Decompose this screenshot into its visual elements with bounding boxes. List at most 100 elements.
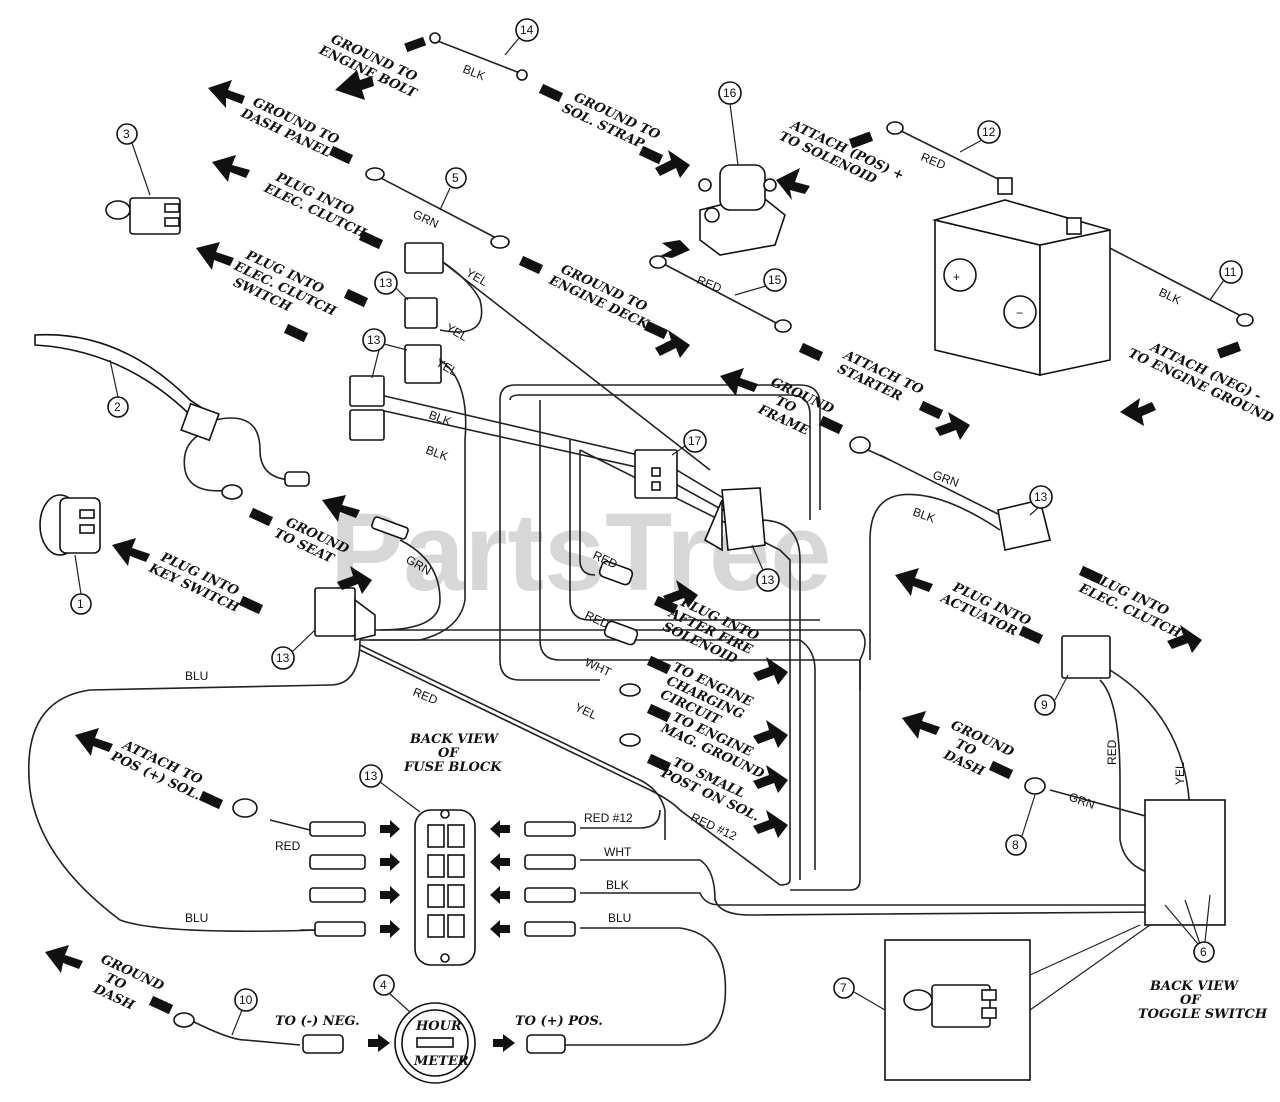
balloon-8: 8 [1012, 838, 1019, 852]
harness-main-1 [370, 629, 866, 891]
balloon-6: 6 [1200, 945, 1207, 959]
hour-meter: HOUR METER [394, 1002, 476, 1084]
label-plug-elec-clutch-switch: PLUG INTO ELEC. CLUTCH SWITCH [231, 248, 339, 320]
balloon-13d: 13 [761, 573, 775, 587]
label-ground-engine-bolt: GROUND TO ENGINE BOLT [316, 32, 420, 102]
toggle-switch [105, 197, 181, 235]
harness-loop-3 [499, 400, 600, 681]
label-back-view-fuse: BACK VIEW OF FUSE BLOCK [403, 732, 502, 775]
balloon-5: 5 [452, 171, 459, 185]
seat-ground-pin [371, 516, 409, 540]
wire-label-yel-1: YEL [464, 265, 491, 289]
wire-label-red-15: RED [695, 273, 724, 296]
toggle-detail-leader-2 [1029, 924, 1151, 1011]
balloon-13e: 13 [1034, 490, 1048, 504]
svg-text:BACK VIEW: BACK VIEW [1149, 979, 1239, 994]
fuse-wire-blk [580, 892, 1165, 906]
fuse-block [414, 809, 476, 966]
fuse-terminals-right [524, 821, 576, 937]
grn-wire-dash [1049, 789, 1161, 821]
balloon-17: 17 [688, 434, 702, 448]
fuse-terminals-left [232, 798, 366, 937]
harness-loop-6 [579, 450, 596, 576]
wire-label-blk-11: BLK [1157, 285, 1183, 307]
fuse-wire-red12 [580, 809, 661, 829]
fuse-wire-red-left [269, 819, 311, 831]
balloon-15: 15 [768, 273, 782, 287]
connector-13-b [349, 375, 385, 441]
wire-label-red12-fuse: RED #12 [584, 811, 633, 825]
balloon-14: 14 [520, 23, 534, 37]
leader-dashes [148, 36, 1242, 1015]
wire-label-blk-fuse: BLK [606, 878, 629, 892]
wire-label-red-harness: RED [411, 685, 440, 708]
solenoid [698, 164, 786, 256]
connector-13-seat [314, 587, 376, 642]
svg-text:OF: OF [1180, 993, 1201, 1008]
wire-label-grn-dash: GRN [1067, 790, 1097, 812]
wire-label-yel-small: YEL [573, 700, 600, 722]
balloon-13a: 13 [379, 276, 393, 290]
label-ground-dash-right: GROUND TO DASH [940, 718, 1017, 780]
wire-label-blu-top: BLU [185, 669, 208, 683]
wire-label-blu-fuse-left: BLU [185, 911, 208, 925]
actuator-wire-red [1099, 679, 1161, 876]
toggle-detail-box [884, 939, 1031, 1081]
hour-meter-pos-plug [526, 1034, 566, 1054]
balloon-16: 16 [723, 86, 737, 100]
dash-ground-ring-right [1024, 777, 1046, 795]
toggle-back-panel [1144, 799, 1226, 926]
connector-9 [1061, 635, 1111, 679]
svg-text:TOGGLE SWITCH: TOGGLE SWITCH [1138, 1007, 1268, 1022]
cable-5-ring-b [490, 235, 510, 249]
cable-12 [894, 127, 1001, 181]
strap-14-end-a [429, 32, 441, 44]
label-attach-starter: ATTACH TO STARTER [835, 347, 926, 404]
connector-17 [634, 449, 678, 499]
harness-main-3 [759, 519, 801, 880]
label-ground-engine-deck: GROUND TO ENGINE DECK [546, 262, 652, 333]
battery: + − [931, 177, 1111, 377]
svg-text:BACK VIEW: BACK VIEW [409, 732, 499, 747]
balloon-9: 9 [1041, 698, 1048, 712]
balloon-13f: 13 [364, 769, 378, 783]
label-to-pos: TO (+) POS. [515, 1014, 603, 1029]
cable-15-ring-b [774, 319, 792, 333]
cable-15 [659, 261, 781, 326]
after-fire-plug [598, 560, 641, 747]
balloon-4: 4 [380, 978, 387, 992]
balloon-12: 12 [982, 125, 996, 139]
key-switch [39, 494, 101, 556]
blu-wire-left [28, 639, 361, 933]
cable-11-ring [1236, 313, 1254, 327]
balloon-3: 3 [123, 127, 130, 141]
connector-13-a [404, 242, 444, 384]
cable-12-ring [886, 121, 904, 135]
harness-loop-2 [509, 394, 811, 520]
wire-label-grn-5: GRN [411, 207, 441, 231]
balloon-10: 10 [239, 993, 253, 1007]
connector-13-bracket [703, 487, 766, 552]
hour-meter-neg-plug [302, 1034, 344, 1054]
red12-wire [359, 649, 781, 886]
label-ground-dash-left: GROUND TO DASH [90, 952, 167, 1014]
grn-wire-to-deck [439, 259, 711, 471]
balloon-2: 2 [114, 400, 121, 414]
wire-label-blk-2: BLK [424, 443, 450, 464]
toggle-detail-leader-1 [1029, 924, 1141, 976]
hour-meter-label-1: HOUR [415, 1019, 462, 1034]
harness-loop-5 [569, 440, 820, 621]
svg-text:+: + [953, 270, 960, 284]
connector-13-right [997, 499, 1051, 551]
label-ground-dash-panel: GROUND TO DASH PANEL [238, 95, 342, 161]
yel-wire-2 [360, 359, 467, 641]
arrows [45, 70, 1202, 1052]
label-plug-key-switch: PLUG INTO KEY SWITCH [146, 550, 242, 617]
part-balloons: 1 2 3 4 5 6 7 8 9 10 11 12 13 13 13 13 1… [70, 18, 1243, 1036]
harness-loop-1 [499, 384, 821, 510]
wire-label-red-12: RED [919, 150, 948, 173]
balloon-11: 11 [1224, 265, 1237, 279]
wire-label-red-fuse-left: RED [275, 839, 301, 853]
cable-5-ring-a [365, 167, 385, 181]
